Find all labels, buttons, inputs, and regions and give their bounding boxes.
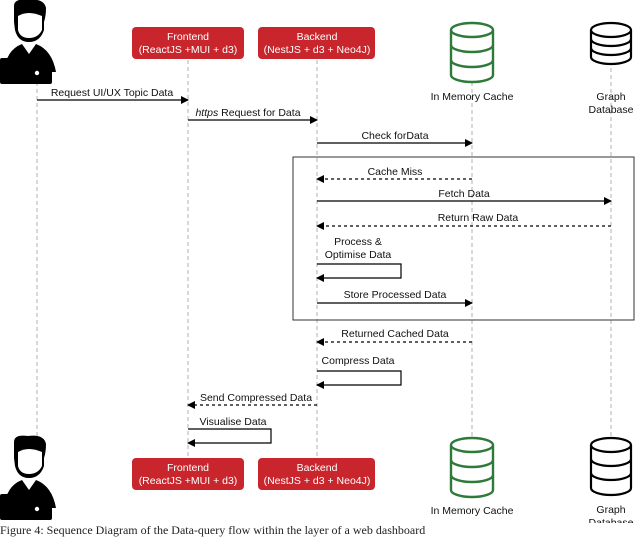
message-send-compressed: Send Compressed Data bbox=[187, 392, 317, 409]
backend-subtitle: (NestJS + d3 + Neo4J) bbox=[264, 475, 371, 487]
message-check-for-data: Check forData bbox=[317, 130, 473, 147]
message-request-topic: Request UI/UX Topic Data bbox=[37, 87, 189, 104]
backend-box: Backend (NestJS + d3 + Neo4J) bbox=[258, 27, 375, 59]
message-label: Compress Data bbox=[322, 355, 395, 367]
frontend-title: Frontend bbox=[167, 31, 209, 43]
graph-database-icon bbox=[589, 21, 633, 66]
message-label: Cache Miss bbox=[368, 166, 423, 178]
message-return-raw-data: Return Raw Data bbox=[316, 212, 611, 230]
backend-title: Backend bbox=[297, 31, 338, 43]
cache-label: In Memory Cache bbox=[431, 505, 514, 517]
message-label: https Request for Data bbox=[195, 107, 300, 119]
user-icon bbox=[0, 435, 56, 520]
message-label: Optimise Data bbox=[325, 249, 392, 261]
message-label: Return Raw Data bbox=[438, 212, 519, 224]
message-label: Fetch Data bbox=[438, 188, 490, 200]
message-label: Returned Cached Data bbox=[341, 328, 449, 340]
message-label: Store Processed Data bbox=[344, 289, 447, 301]
frontend-title: Frontend bbox=[167, 462, 209, 474]
frontend-subtitle: (ReactJS +MUI + d3) bbox=[139, 44, 238, 56]
message-store-processed: Store Processed Data bbox=[317, 289, 473, 307]
user-icon bbox=[0, 0, 56, 84]
frontend-subtitle: (ReactJS +MUI + d3) bbox=[139, 475, 238, 487]
message-compress-data: Compress Data bbox=[316, 355, 402, 389]
cache-label: In Memory Cache bbox=[431, 91, 514, 103]
graph-label-line1: Graph bbox=[596, 91, 625, 103]
message-label: Process & bbox=[334, 236, 382, 248]
backend-title: Backend bbox=[297, 462, 338, 474]
message-label: Check forData bbox=[361, 130, 428, 142]
figure-caption: Figure 4: Sequence Diagram of the Data-q… bbox=[0, 523, 426, 537]
message-visualise-data: Visualise Data bbox=[187, 416, 272, 447]
message-process-optimise: Process & Optimise Data bbox=[316, 236, 402, 282]
backend-subtitle: (NestJS + d3 + Neo4J) bbox=[264, 44, 371, 56]
graph-label-line1: Graph bbox=[596, 504, 625, 516]
graph-label-line2: Database bbox=[589, 104, 634, 116]
frontend-box: Frontend (ReactJS +MUI + d3) bbox=[132, 458, 244, 490]
message-https-request: https Request for Data bbox=[188, 107, 318, 124]
message-cache-miss: Cache Miss bbox=[316, 166, 472, 183]
graph-label-line2: Database bbox=[589, 517, 634, 523]
backend-box: Backend (NestJS + d3 + Neo4J) bbox=[258, 458, 375, 490]
alt-frame bbox=[292, 156, 635, 321]
message-label: Visualise Data bbox=[200, 416, 267, 428]
graph-database-icon bbox=[589, 436, 633, 497]
message-fetch-data: Fetch Data bbox=[317, 188, 612, 205]
cache-database-icon bbox=[449, 436, 495, 499]
message-returned-cached: Returned Cached Data bbox=[316, 328, 472, 346]
sequence-diagram: Frontend (ReactJS +MUI + d3) Backend (Ne… bbox=[0, 0, 635, 523]
cache-database-icon bbox=[449, 21, 495, 84]
message-label: Send Compressed Data bbox=[200, 392, 312, 404]
message-label: Request UI/UX Topic Data bbox=[51, 87, 174, 99]
frontend-box: Frontend (ReactJS +MUI + d3) bbox=[132, 27, 244, 59]
